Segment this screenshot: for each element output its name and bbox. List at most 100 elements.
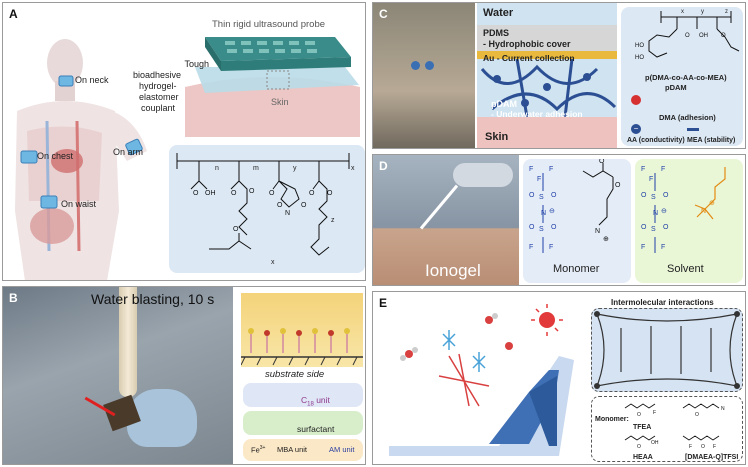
svg-text:F: F [537,176,541,183]
polymer-name: p(DMA-co-AA-co-MEA) [645,73,727,82]
svg-text:F: F [549,166,553,173]
svg-text:O: O [309,190,315,197]
label-water: Water [483,7,514,19]
chem-sub-m: m [253,165,259,172]
svg-text:O: O [701,444,705,450]
label-pdam: pDAM [491,99,517,109]
svg-text:N: N [701,208,706,215]
polymer-abbr: pDAM [665,83,687,92]
label-pdms-role: - Hydrophobic cover [483,39,571,49]
svg-text:O: O [277,202,283,209]
chem-box-c [621,7,743,146]
interactions-box [591,308,743,392]
label-pdam-role: - Underwater adhesion [491,109,583,119]
panel-label-d: D [379,159,388,173]
water-jet [119,287,137,397]
monomer-label-e: Monomer: [595,416,629,423]
couplant-line-2: bioadhesive [133,70,182,80]
dma-icon [631,95,641,105]
svg-text:O: O [529,224,535,231]
svg-text:OH: OH [699,33,708,39]
polymer-network-e [594,311,740,389]
c18-suffix: unit [313,395,330,405]
label-au: Au - Current collection [483,53,575,63]
panel-a: A On neck On chest On arm On waist Thin … [2,2,366,281]
molecule-dmaea: [DMAEA-Q]TFSI [685,454,739,461]
legend-fe: Fe3+ [251,445,265,455]
svg-text:⊖: ⊖ [661,208,667,215]
svg-text:F: F [661,244,665,251]
panel-label-b: B [9,291,18,305]
svg-text:HO: HO [635,43,644,49]
chem-sub-y: y [293,165,297,172]
couplant-line-1: Tough [184,59,209,69]
svg-text:OH: OH [651,440,659,446]
svg-text:F: F [529,244,533,251]
svg-text:F: F [649,176,653,183]
water-blast-photo [3,287,233,464]
chem-sub-x2: x [271,259,275,266]
photo-caption-b: Water blasting, 10 s [91,291,215,307]
svg-text:⊖: ⊖ [549,208,555,215]
legend-am: AM unit [329,445,355,454]
svg-text:O: O [231,190,237,197]
svg-text:F: F [641,166,645,173]
finger [453,163,513,187]
svg-text:O: O [685,33,690,39]
chem-sub-x: x [351,165,355,172]
svg-text:F: F [653,410,656,416]
c18-sub: 18 [307,401,314,408]
panel-label-a: A [9,7,18,21]
pdam-sub-y: y [701,9,704,15]
monomer-label: Monomer [553,263,600,275]
label-pdms: PDMS [483,28,510,38]
svg-text:S: S [651,226,656,233]
site-label-arm: On arm [113,147,144,157]
layer-pdms [477,25,617,51]
svg-text:F: F [713,444,716,450]
svg-text:N: N [653,210,658,217]
pdam-network [477,59,617,117]
c18-unit-box [243,383,363,407]
svg-text:O: O [193,190,199,197]
svg-text:F: F [529,166,533,173]
shoe-illustration [389,304,574,456]
svg-text:O: O [599,159,605,165]
site-label-waist: On waist [61,199,97,209]
molecule-heaa: HEAA [633,454,653,461]
svg-text:O: O [249,188,255,195]
probe-device [185,37,360,137]
svg-text:OH: OH [205,190,216,197]
svg-text:O: O [637,444,641,450]
c18-unit-label: C18 unit [301,395,330,408]
chem-structure-box-a [169,145,365,273]
mea-icon [687,128,699,131]
couplant-line-4: elastomer [139,92,179,102]
panel-b: B Water blasting, 10 s substrate side C1… [2,286,366,465]
svg-text:⊕: ⊕ [603,236,609,243]
molecule-tfea: TFEA [633,424,652,431]
site-label-chest: On chest [37,151,74,161]
svg-text:N: N [541,210,546,217]
panel-label-e: E [379,296,388,310]
c18-c: C [301,395,308,405]
ionogel-label: Ionogel [425,261,481,280]
svg-text:⊕: ⊕ [709,200,715,207]
couplant-line-3: hydrogel- [139,81,177,91]
electrodes [411,61,435,73]
legend-fe-sup: 3+ [259,445,266,451]
svg-text:N: N [721,406,725,412]
surfactant-label: surfactant [297,424,335,434]
svg-text:N: N [285,210,290,217]
svg-text:S: S [651,194,656,201]
svg-text:F: F [661,166,665,173]
svg-text:O: O [529,192,535,199]
skin-label-a: Skin [271,97,289,107]
layer-skin [477,117,617,148]
svg-text:O: O [327,190,333,197]
panel-label-c: C [379,7,388,21]
